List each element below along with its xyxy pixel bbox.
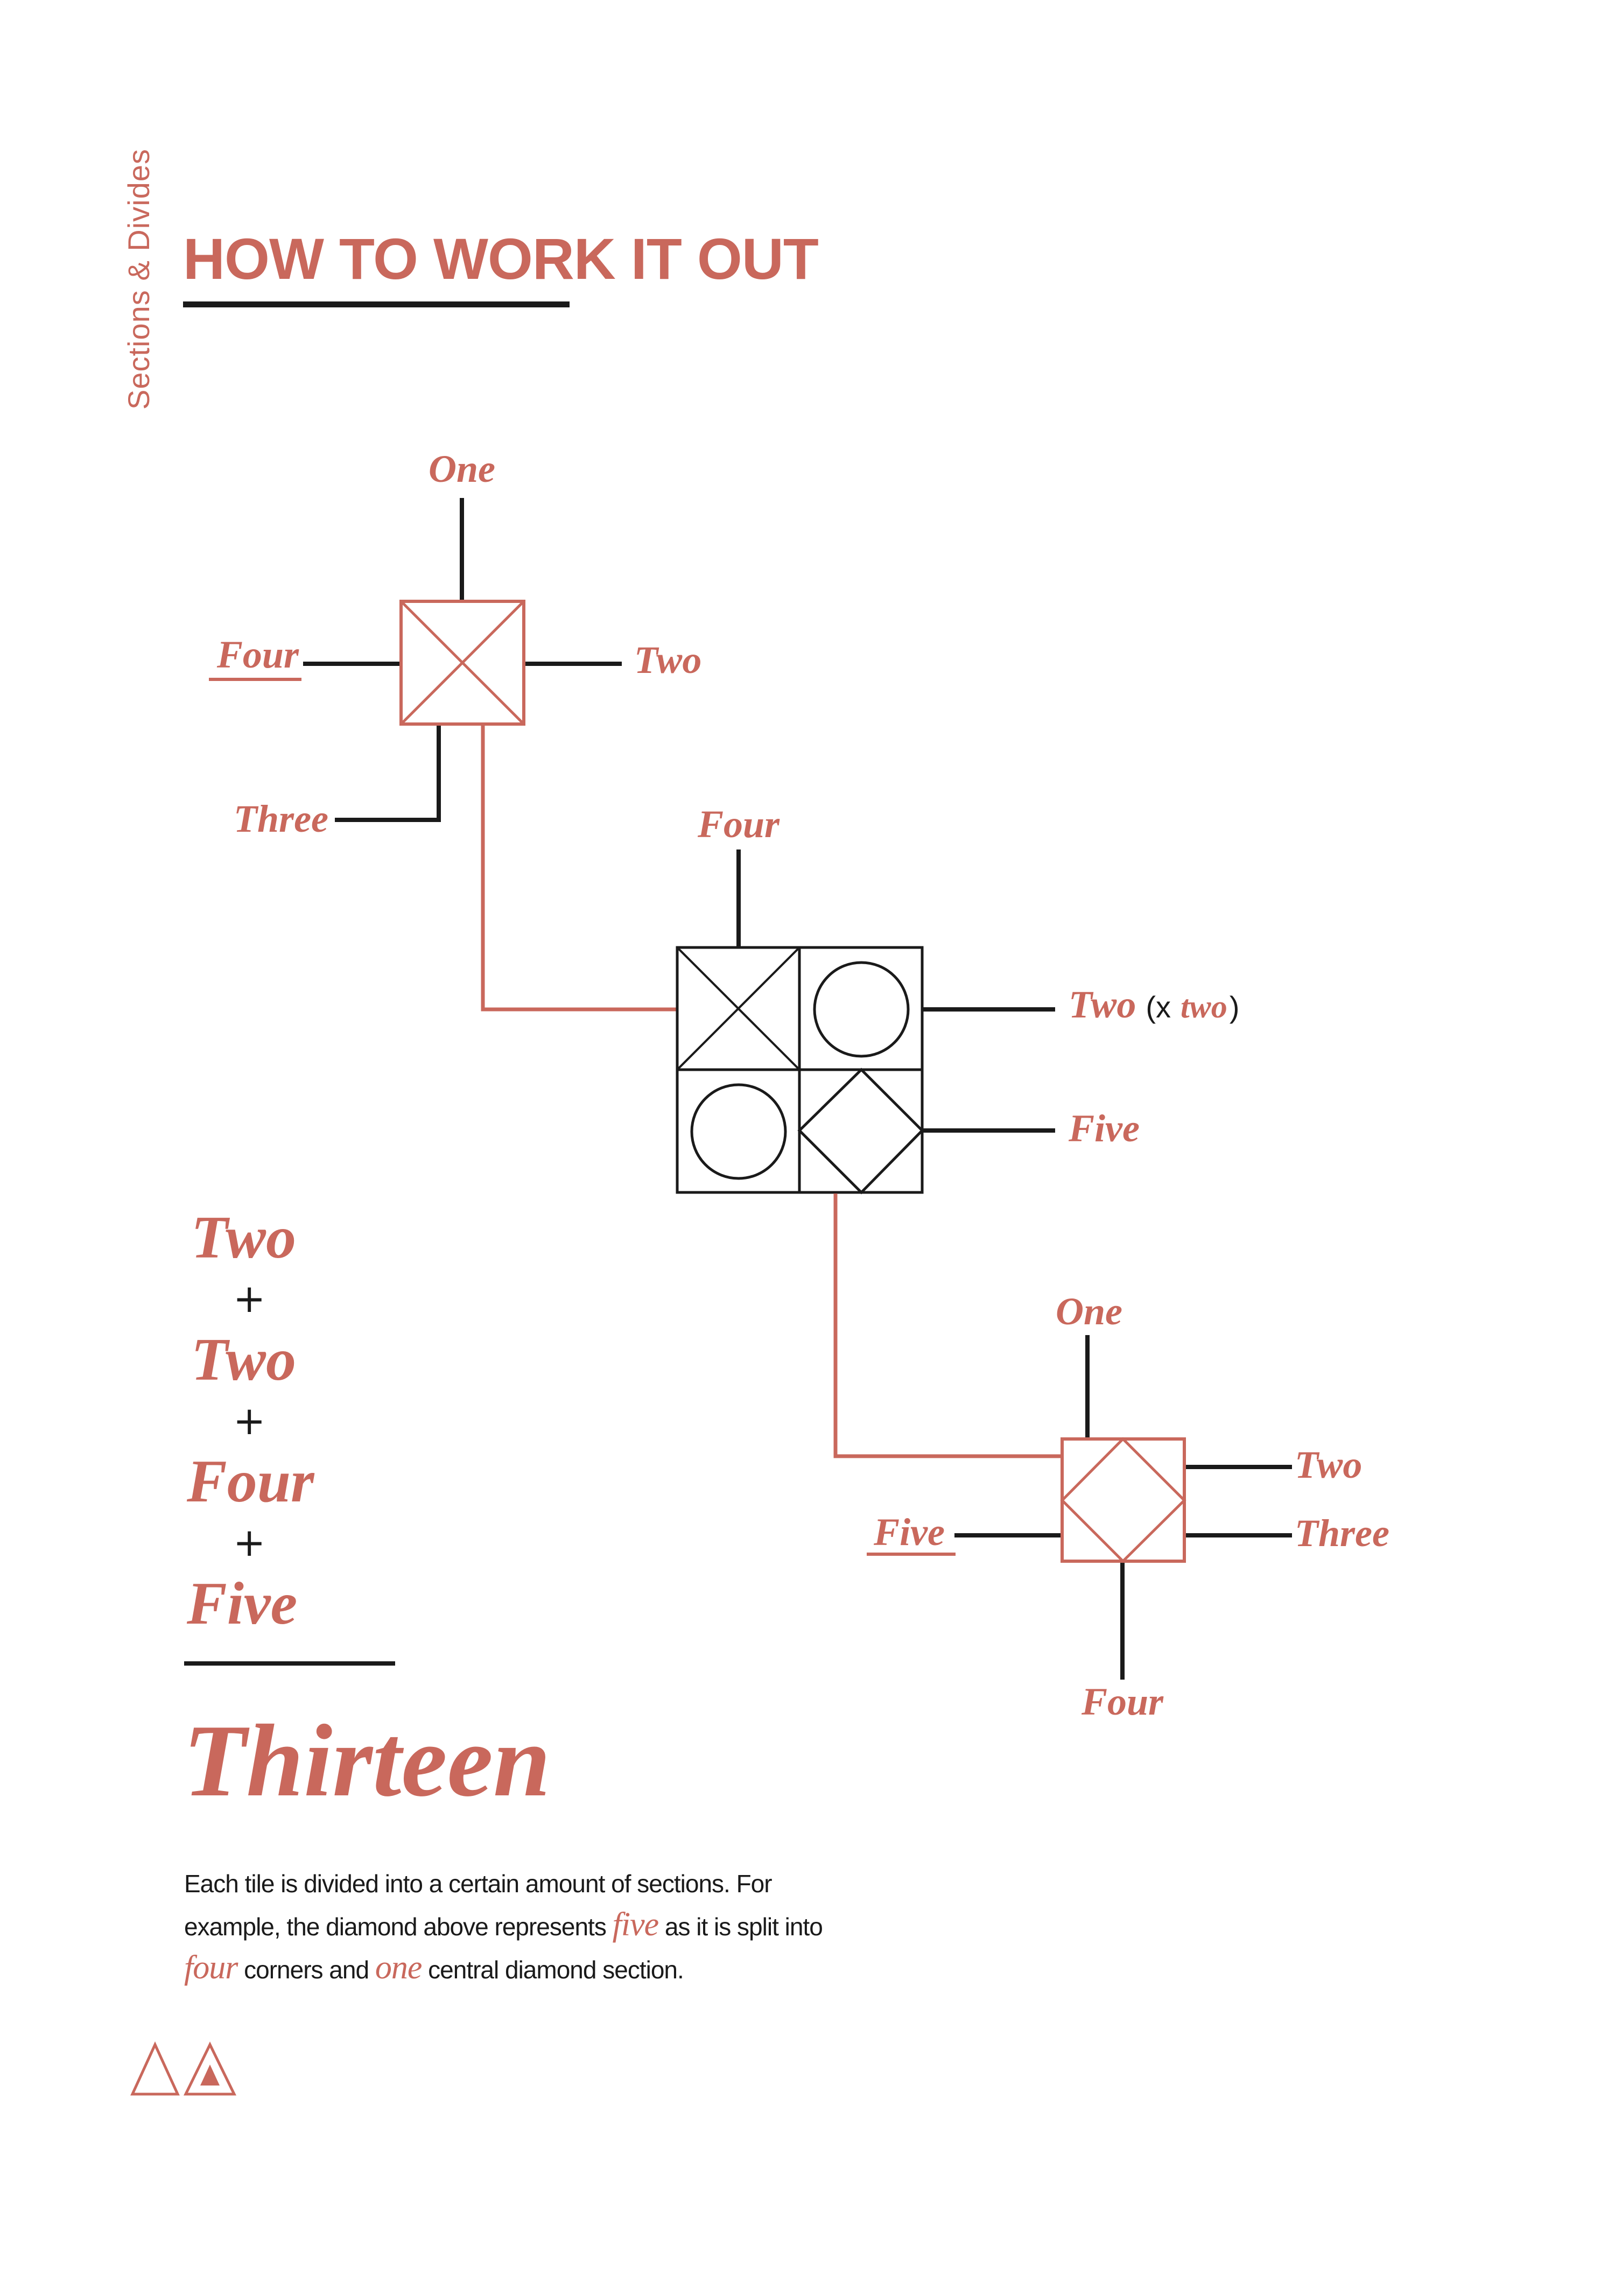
page-title: HOW TO WORK IT OUT — [183, 226, 819, 291]
footer-logo — [130, 2041, 237, 2096]
explanation-em-four: four — [184, 1949, 238, 1986]
tile3-box — [1061, 1437, 1186, 1563]
tile2-cross-b — [676, 946, 801, 1071]
explanation-part-4: central diamond section. — [428, 1956, 684, 1984]
sum-total: Thirteen — [183, 1703, 551, 1818]
tile1-label-left: Four — [216, 633, 299, 676]
sum-term-3: Four — [187, 1448, 314, 1515]
tile-three: One Two Three Five Four — [867, 1290, 1389, 1723]
tile-one: One Four Two Three — [209, 447, 701, 840]
tile2-label-mult: two — [1181, 989, 1227, 1024]
sum-term-4: Five — [187, 1570, 298, 1637]
tile2-label-close: ) — [1230, 990, 1240, 1024]
sum-rule — [184, 1661, 395, 1666]
tile1-connector-bottom-left — [335, 725, 441, 822]
explanation-part-2: as it is split into — [664, 1913, 823, 1941]
explanation-em-five: five — [612, 1906, 659, 1943]
tile1-diagonal-b — [400, 600, 525, 725]
tile2-label-open: (x — [1146, 990, 1171, 1024]
tile2-circle-top — [813, 961, 910, 1058]
explanation-part-1: Each tile is divided into a certain amou… — [184, 1870, 773, 1941]
title-underline — [183, 301, 570, 307]
tile2-label-right-bottom: Five — [1068, 1107, 1140, 1150]
tile3-label-right-top: Two — [1295, 1443, 1362, 1486]
tile3-label-top: One — [1056, 1290, 1122, 1333]
link-tile1-tile2 — [481, 725, 677, 1012]
link-tile2-tile3 — [833, 1193, 1062, 1458]
tile1-label-bottom-left: Three — [234, 797, 328, 840]
tile1-label-right: Two — [634, 638, 701, 682]
triangle-outline-icon — [130, 2041, 180, 2096]
tile2-circle-bottom — [690, 1083, 787, 1180]
triangle-filled-icon — [183, 2041, 237, 2096]
tile1-label-top: One — [429, 447, 495, 490]
sum-term-2: Two — [191, 1326, 296, 1393]
explanation-part-3: corners and — [244, 1956, 369, 1984]
tile-two: Four Two (x two ) Five — [676, 803, 1239, 1195]
tile1-box — [399, 600, 525, 726]
sum-term-1: Two — [191, 1204, 296, 1271]
tile2-label-right-top: Two (x two ) — [1069, 983, 1239, 1026]
tile2-label-top: Four — [697, 803, 780, 846]
triangle-filled-inner — [200, 2065, 220, 2086]
tile3-label-left: Five — [873, 1511, 945, 1554]
tile3-label-bottom: Four — [1081, 1680, 1164, 1723]
tile2-label-right-top-word: Two — [1069, 983, 1136, 1026]
sum-plus-3: + — [233, 1520, 266, 1565]
sum-plus-1: + — [233, 1276, 266, 1321]
tile2-diamond — [797, 1068, 924, 1195]
sum-plus-2: + — [233, 1398, 266, 1443]
tile3-diamond — [1060, 1437, 1186, 1563]
explanation-text: Each tile is divided into a certain amou… — [184, 1863, 830, 1990]
explanation-em-one: one — [375, 1949, 423, 1986]
tile3-label-right-bottom: Three — [1295, 1512, 1389, 1555]
